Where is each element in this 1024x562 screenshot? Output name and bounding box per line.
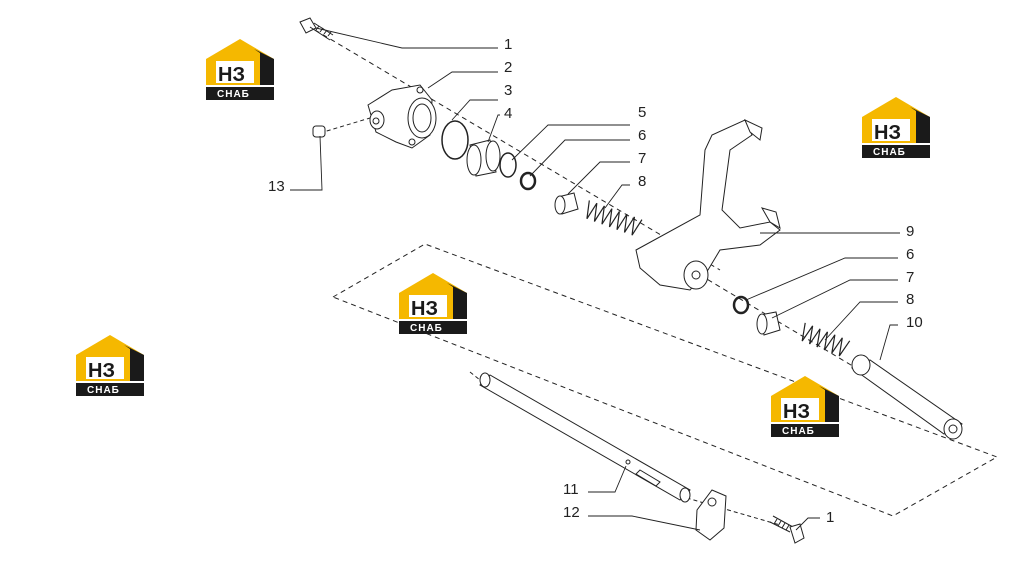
- callout-label: 1: [826, 509, 834, 526]
- dashed-assembly-outline: [331, 243, 999, 517]
- callout-label: 10: [906, 314, 923, 331]
- callout-label: 6: [638, 127, 646, 144]
- svg-text:СНАБ: СНАБ: [873, 147, 906, 158]
- spring-part-a: [586, 200, 643, 236]
- leader-lines: [290, 27, 900, 531]
- callout-label: 11: [563, 481, 579, 498]
- svg-text:СНАБ: СНАБ: [782, 426, 815, 437]
- callout-label: 7: [638, 150, 646, 167]
- sleeve-tube-part: [850, 354, 963, 440]
- svg-text:СНАБ: СНАБ: [217, 89, 250, 100]
- bolt-bottom: [769, 515, 805, 544]
- snap-ring-part-a: [519, 171, 537, 191]
- callout-label: 8: [638, 173, 646, 190]
- lock-plate-part: [695, 489, 727, 541]
- svg-text:НЗ: НЗ: [411, 298, 438, 320]
- svg-text:НЗ: НЗ: [88, 360, 115, 382]
- roller-part-b: [756, 311, 781, 336]
- spring-part-b: [801, 322, 851, 357]
- bolt-top: [299, 17, 334, 41]
- watermark-logo: НЗ СНАБ: [204, 37, 278, 103]
- callout-label: 7: [906, 269, 914, 286]
- svg-text:СНАБ: СНАБ: [87, 385, 120, 396]
- watermark-logo: НЗ СНАБ: [860, 95, 934, 161]
- watermark-logo: НЗ СНАБ: [769, 374, 843, 440]
- watermark-logo: НЗ СНАБ: [74, 333, 148, 399]
- callout-label: 12: [563, 504, 580, 521]
- svg-text:НЗ: НЗ: [874, 122, 901, 144]
- seal-ring-part: [441, 120, 469, 160]
- housing-part: [367, 84, 437, 149]
- roller-part-a: [554, 192, 579, 215]
- shaft-part: [479, 372, 691, 503]
- svg-text:НЗ: НЗ: [218, 64, 245, 86]
- callout-label: 9: [906, 223, 914, 240]
- callout-label: 6: [906, 246, 914, 263]
- callout-label: 5: [638, 104, 646, 121]
- callout-label: 8: [906, 291, 914, 308]
- svg-text:СНАБ: СНАБ: [410, 323, 443, 334]
- bushing-part: [466, 139, 501, 177]
- plug-part: [312, 125, 326, 138]
- watermark-logo: НЗ СНАБ: [397, 271, 471, 337]
- callout-label: 4: [504, 105, 512, 122]
- callout-label: 2: [504, 59, 512, 76]
- callout-label: 1: [504, 36, 512, 53]
- callout-label: 13: [268, 178, 285, 195]
- snap-ring-part-b: [732, 295, 750, 315]
- svg-text:НЗ: НЗ: [783, 401, 810, 423]
- callout-label: 3: [504, 82, 512, 99]
- o-ring-part: [499, 152, 517, 178]
- shift-fork-part: [635, 118, 781, 291]
